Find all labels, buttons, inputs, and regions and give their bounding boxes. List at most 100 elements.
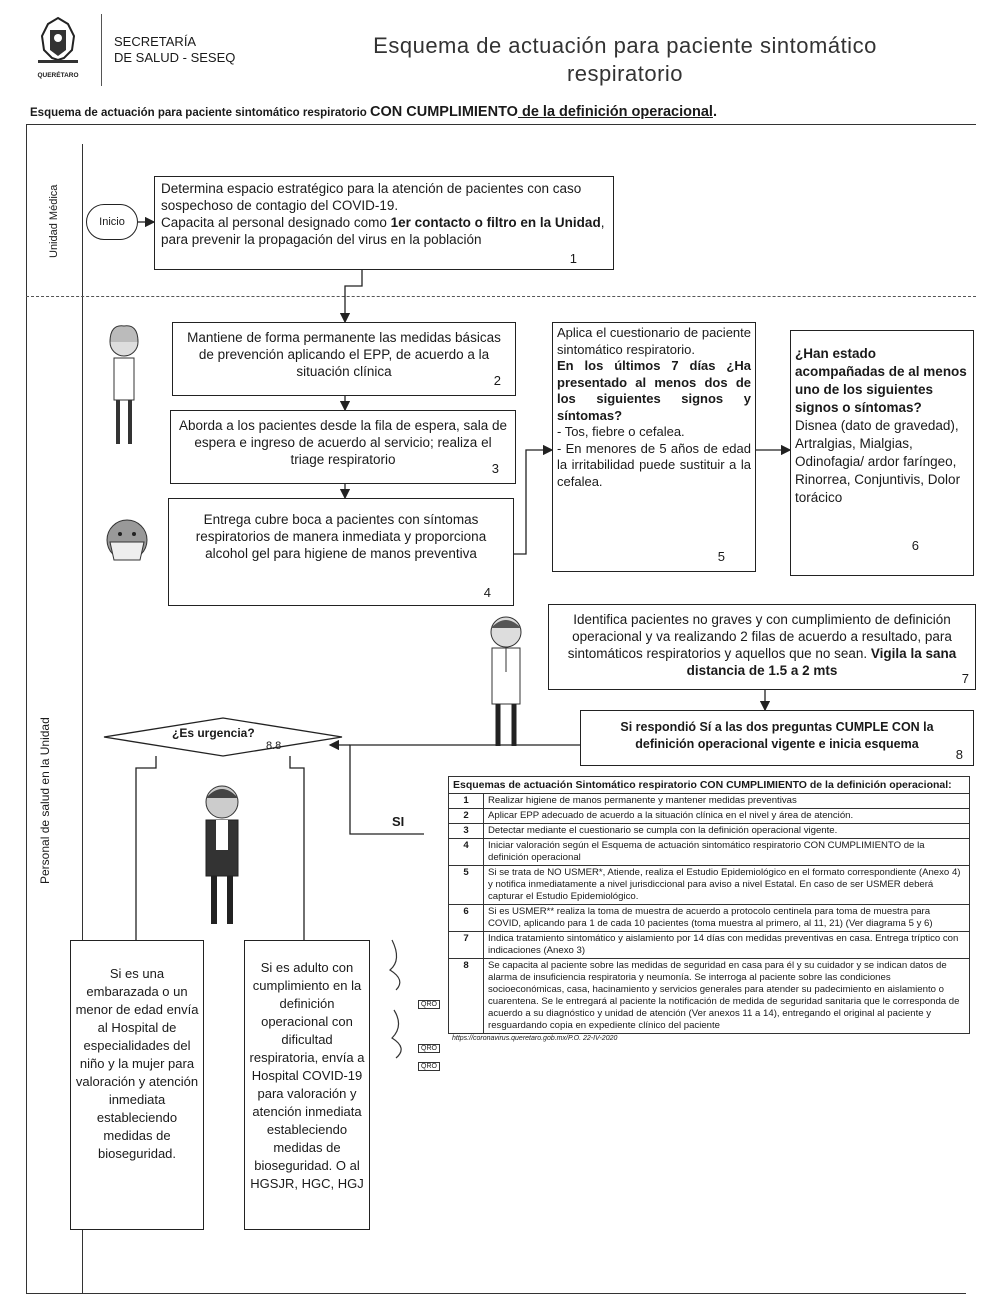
seal-icon [38, 16, 78, 63]
page-title: Esquema de actuación para paciente sinto… [300, 32, 950, 88]
step-4-text: Entrega cubre boca a pacientes con sínto… [195, 512, 487, 561]
step-1-bold: 1er contacto o filtro en la Unidad [390, 215, 601, 230]
summary-row-number: 5 [448, 865, 484, 905]
decision-label: ¿Es urgencia? [172, 726, 255, 740]
subtitle-part-1: Esquema de actuación para paciente sinto… [30, 107, 370, 119]
summary-row-text: Indica tratamiento sintomático y aislami… [483, 931, 970, 959]
summary-row-text: Se capacita al paciente sobre las medida… [483, 958, 970, 1034]
summary-row-text: Realizar higiene de manos permanente y m… [483, 793, 970, 809]
summary-title: Esquemas de actuación Sintomático respir… [448, 776, 970, 793]
step-7-box: Identifica pacientes no graves y con cum… [548, 604, 976, 690]
step-3-box: Aborda a los pacientes desde la fila de … [170, 410, 516, 484]
lane-divider-vertical [82, 144, 83, 1294]
health-worker-figure-1 [104, 322, 144, 450]
step-5-box: Aplica el cuestionario de paciente sinto… [552, 322, 756, 572]
step-1-box: Determina espacio estratégico para la at… [154, 176, 614, 270]
summary-panel: Esquemas de actuación Sintomático respir… [448, 776, 970, 1043]
nurse-icon [109, 325, 139, 444]
summary-row-text: Si se trata de NO USMER*, Atiende, reali… [483, 865, 970, 905]
step-8-box: Si respondió Sí a las dos preguntas CUMP… [580, 710, 974, 766]
step-6-box: ¿Han estado acompañadas de al menos uno … [790, 330, 974, 576]
summary-row-number: 4 [448, 838, 484, 866]
title-line-1: Esquema de actuación para paciente sinto… [373, 33, 877, 58]
step-4-box: Entrega cubre boca a pacientes con sínto… [168, 498, 514, 606]
org-name: SECRETARÍA DE SALUD - SESEQ [114, 34, 235, 66]
summary-row-number: 7 [448, 931, 484, 959]
step-2-number: 2 [493, 373, 501, 388]
frame-top-line [26, 124, 976, 125]
summary-row-number: 1 [448, 793, 484, 809]
patient-figure [196, 778, 248, 930]
logo-caption: QUERÉTARO [37, 72, 79, 79]
signature-icon [388, 939, 402, 1059]
outcome-right-box: Si es adulto con cumplimiento en la defi… [244, 940, 370, 1230]
header-divider [101, 14, 102, 86]
masked-person-figure [104, 512, 150, 574]
step-6-number: 6 [911, 538, 919, 553]
step-5-question: En los últimos 7 días ¿Ha presentado al … [557, 358, 751, 423]
step-5-number: 5 [717, 548, 725, 564]
summary-row-text: Detectar mediante el cuestionario se cum… [483, 823, 970, 839]
step-1-number: 1 [569, 251, 577, 266]
outcome-left-text: Si es una embarazada o un menor de edad … [75, 966, 199, 1161]
subtitle-emphasis: CON CUMPLIMIENTO [370, 104, 518, 120]
stamp-2: QRO [418, 1044, 440, 1053]
frame-left-line [26, 124, 27, 1294]
summary-row-text: Iniciar valoración según el Esquema de a… [483, 838, 970, 866]
summary-row-number: 8 [448, 958, 484, 1034]
step-7-text: Identifica pacientes no graves y con cum… [567, 612, 952, 661]
face-mask-icon [106, 519, 148, 561]
doctor-figure [476, 612, 536, 752]
signature-area [382, 930, 434, 1070]
subtitle-period: . [712, 104, 717, 120]
subtitle-underlined: de la definición operacional [517, 104, 713, 120]
step-5-line-1: - Tos, fiebre o cefalea. [557, 424, 685, 439]
step-3-text: Aborda a los pacientes desde la fila de … [179, 418, 507, 467]
step-8-number: 8 [955, 747, 963, 762]
summary-row-text: Aplicar EPP adecuado de acuerdo a la sit… [483, 808, 970, 824]
step-6-text: Disnea (dato de gravedad), Artralgias, M… [795, 418, 961, 505]
start-terminal: Inicio [86, 204, 138, 240]
title-line-2: respiratorio [566, 61, 684, 86]
step-1-text-c: , para prevenir la propagación del virus… [161, 215, 605, 247]
step-5-text-a: Aplica el cuestionario de paciente sinto… [557, 325, 751, 357]
logo: QUERÉTARO [28, 14, 88, 88]
step-2-text: Mantiene de forma permanente las medidas… [187, 330, 501, 379]
summary-row-number: 6 [448, 904, 484, 932]
doctor-icon [490, 616, 522, 746]
decision-diamond [103, 717, 343, 757]
stamp-1: QRO [418, 1000, 440, 1009]
summary-row-text: Si es USMER** realiza la toma de muestra… [483, 904, 970, 932]
diagram-subtitle: Esquema de actuación para paciente sinto… [30, 104, 717, 120]
step-1-text-a: Determina espacio estratégico para la at… [161, 181, 582, 213]
summary-row-number: 2 [448, 808, 484, 824]
lane-divider-horizontal [26, 296, 976, 297]
decision-number: 8.8 [266, 740, 282, 752]
yes-label: SI [392, 814, 405, 829]
step-7-number: 7 [961, 671, 969, 686]
org-line-2: DE SALUD - SESEQ [114, 50, 236, 65]
stamp-3: QRO [418, 1062, 440, 1071]
step-2-box: Mantiene de forma permanente las medidas… [172, 322, 516, 396]
frame-bottom-line [26, 1293, 966, 1294]
step-7-bold: Vigila la sana distancia de 1.5 a 2 mts [686, 646, 957, 678]
step-1-text-b: Capacita al personal designado como [161, 215, 391, 230]
start-label: Inicio [99, 216, 125, 228]
person-icon [205, 785, 239, 924]
org-line-1: SECRETARÍA [114, 34, 197, 49]
step-3-number: 3 [491, 461, 499, 476]
step-5-line-2: - En menores de 5 años de edad la irrita… [557, 440, 751, 489]
step-4-number: 4 [483, 585, 491, 600]
summary-row-number: 3 [448, 823, 484, 839]
step-8-text: Si respondió Sí a las dos preguntas CUMP… [620, 720, 934, 751]
